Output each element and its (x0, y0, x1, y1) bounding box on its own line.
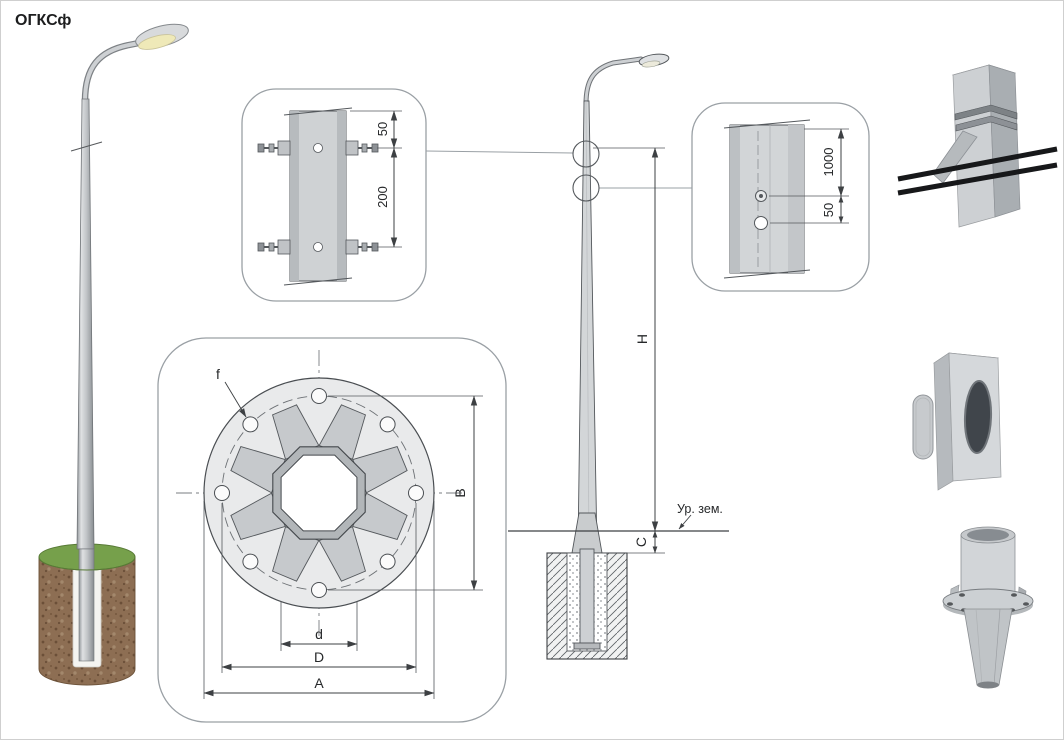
skirt-facet-left (975, 608, 983, 686)
pole-elevation: Ур. зем. H C (508, 53, 729, 660)
dimension-H: H (593, 147, 665, 532)
break-line-top (283, 107, 353, 116)
render-cable-clamp (897, 64, 1058, 228)
callout-pole-section-top: 50 200 (241, 88, 427, 302)
render-flange-shoe (942, 526, 1034, 689)
skirt-facet-right (993, 608, 1001, 686)
ground-level-label: Ур. зем. (677, 502, 723, 530)
shoe-skirt (963, 608, 1013, 686)
pole-base-flare (571, 512, 603, 554)
dimension-200-spacing: 200 (375, 147, 402, 248)
dimension-1000: 1000 (769, 128, 849, 197)
pole-break-mark (70, 141, 103, 152)
label-f: f (216, 366, 220, 382)
connector-top-left-callout (425, 150, 574, 154)
hole-diameter-leader: f (216, 366, 247, 418)
label-A: A (314, 675, 324, 691)
cable-upper (897, 146, 1058, 182)
break-line-bottom (723, 269, 811, 279)
shoe-cylinder (960, 534, 1016, 598)
bar-right-facet (337, 111, 346, 281)
bolt-clamp-row-2 (257, 239, 379, 255)
detail-marker-upper (572, 140, 600, 168)
pole-embedded-3d (78, 548, 95, 662)
pole-arm (83, 39, 151, 103)
label-D: D (314, 649, 324, 665)
label-H: H (634, 334, 650, 344)
break-line-bottom (283, 277, 353, 286)
pole-bottom-flange (573, 642, 601, 650)
label-C: C (633, 537, 649, 547)
dimension-C: C (601, 530, 665, 554)
pole-section-bar (289, 110, 347, 282)
door-opening (963, 380, 993, 454)
bar-left-facet (290, 111, 299, 281)
dimension-B: B (328, 395, 483, 591)
dim-label-200: 200 (375, 186, 390, 208)
pole-facet-line (585, 100, 590, 550)
callout-connectors (425, 150, 692, 189)
detail-marker-lower (572, 174, 600, 202)
label-d: d (315, 626, 323, 642)
octagon-inner-hole (280, 454, 358, 532)
dimension-50-offset: 50 (350, 110, 402, 149)
dimension-50-holes: 50 (770, 195, 849, 224)
drawing-title: ОГКСф (15, 12, 71, 29)
break-line-top (723, 119, 811, 129)
callout-pole-section-right: 1000 50 (691, 102, 870, 292)
dim-label-50: 50 (375, 122, 390, 136)
bolt-center (759, 194, 763, 198)
render-access-door (912, 352, 1002, 491)
band-clamp-lower (955, 115, 1018, 132)
pole-embedded (579, 548, 595, 644)
dim-label-50: 50 (821, 203, 836, 217)
elevation-arm (584, 57, 643, 106)
bar-right-facet (788, 125, 804, 273)
elevation-lamp-lens (641, 60, 661, 68)
dimension-D: D (221, 503, 417, 673)
elevation-arm-outline (583, 56, 644, 107)
column-side-face (988, 64, 1021, 218)
dimension-A: A (203, 501, 435, 699)
dim-label-1000: 1000 (821, 148, 836, 177)
left-pole-3d (38, 23, 189, 686)
shoe-top-hollow (967, 529, 1009, 541)
bolt-clamp-row-1 (257, 140, 379, 156)
skirt-bottom (977, 681, 999, 689)
bar-left-facet (730, 125, 740, 273)
grass-front-rim (38, 556, 136, 571)
door-cover-edge (915, 397, 931, 457)
flange-bolt-holes (214, 388, 424, 598)
label-B: B (452, 488, 468, 497)
door-cover-plate (912, 394, 934, 460)
label-ground: Ур. зем. (677, 502, 723, 516)
hole-lower (754, 216, 768, 230)
pole-shaft-3d (76, 98, 95, 550)
band-clamp-upper (954, 104, 1018, 121)
callout-flange-plan: f B d D A (157, 337, 507, 723)
flange-gussets (230, 404, 408, 582)
cable-lower (897, 162, 1058, 196)
dimension-d: d (280, 601, 358, 651)
lamp-lens (138, 34, 176, 50)
